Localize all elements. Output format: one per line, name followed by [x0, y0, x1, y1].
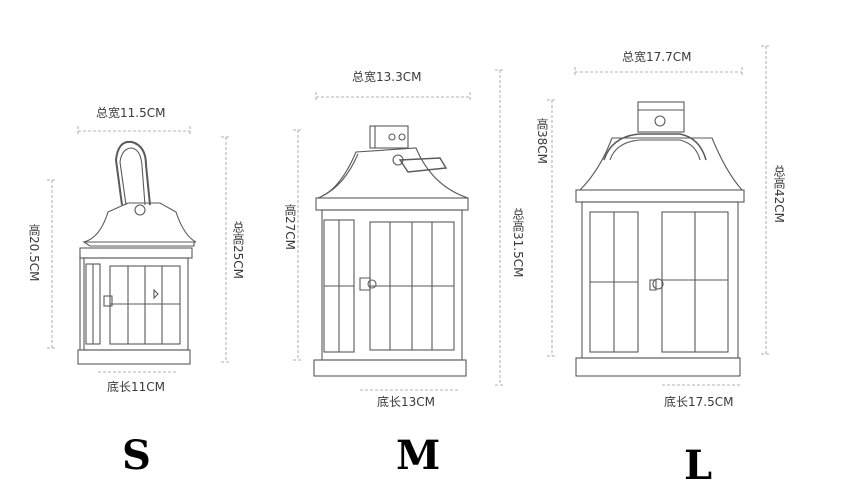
small-base-length-label: 底长11CM: [107, 380, 166, 394]
small-total-width-label: 总宽11.5CM: [96, 106, 166, 120]
large-total-height-label: 总高42CM: [772, 165, 786, 224]
large-base-length-label: 底长17.5CM: [664, 395, 734, 409]
medium-body-height-label: 高27CM: [283, 204, 297, 251]
medium-size-letter: M: [396, 432, 441, 479]
large-total-width-label: 总宽17.7CM: [622, 50, 692, 64]
medium-total-width-label: 总宽13.3CM: [352, 70, 422, 84]
medium-base-length-label: 底长13CM: [377, 395, 436, 409]
lantern-small-drawing: [47, 126, 231, 373]
small-size-letter: S: [122, 432, 151, 479]
small-body-height-label: 高20.5CM: [27, 224, 41, 282]
lantern-medium-drawing: [293, 69, 505, 391]
large-size-letter: L: [684, 442, 713, 489]
large-body-height-label: 高38CM: [535, 118, 549, 165]
small-total-height-label: 总高25CM: [231, 221, 245, 280]
lantern-large-drawing: [547, 45, 771, 386]
medium-total-height-label: 总高31.5CM: [511, 208, 525, 278]
